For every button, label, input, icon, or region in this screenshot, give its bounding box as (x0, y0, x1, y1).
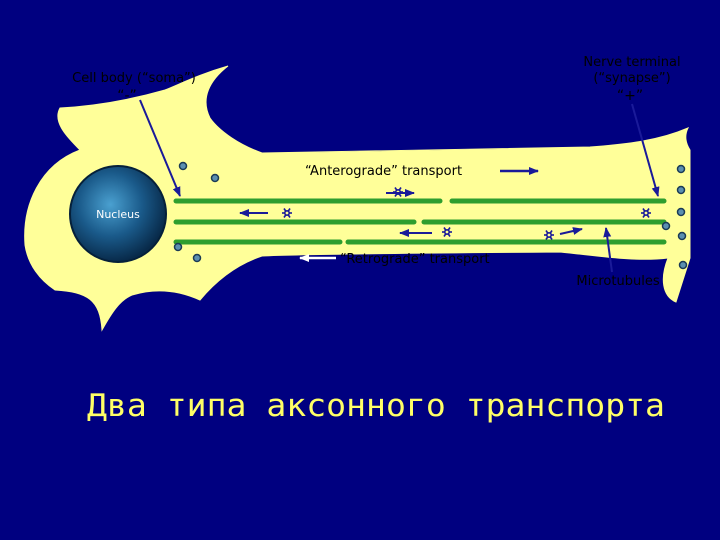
nucleus-label: Nucleus (96, 208, 140, 221)
vesicle (661, 221, 671, 231)
nucleus (69, 165, 167, 263)
vesicle (192, 253, 202, 263)
vesicle (178, 161, 188, 171)
cargo-star-icon (442, 227, 452, 237)
vesicle (678, 260, 688, 270)
vesicle (210, 173, 220, 183)
vesicle (676, 207, 686, 217)
anterograde-label: “Anterograde” transport (305, 164, 462, 179)
arrow-right-icon (559, 227, 583, 235)
neuron-cell-shape (24, 65, 691, 332)
vesicle (677, 231, 687, 241)
cell-body-label: Cell body (“soma”) (72, 71, 196, 86)
vesicles-terminal (661, 164, 688, 270)
synapse-pole-label: “+” (617, 88, 643, 104)
soma-pointer-line (139, 99, 181, 197)
microtubules-pointer-line (603, 227, 613, 273)
nerve-terminal-label: Nerve terminal (583, 55, 680, 70)
cargo-star-icon (641, 208, 651, 218)
vesicles-soma (173, 161, 220, 263)
microtubules-group (173, 198, 667, 245)
vesicle (173, 242, 183, 252)
retrograde-label: “Retrograde” transport (340, 252, 490, 267)
cargo-star-icon (544, 230, 554, 240)
cargo-markers (282, 187, 651, 240)
cell-body-pole-label: “-” (117, 88, 137, 104)
vesicle (676, 164, 686, 174)
slide-title: Два типа аксонного транспорта (87, 388, 665, 424)
transport-arrows (239, 189, 583, 237)
microtubules-label: Microtubules (576, 274, 659, 289)
synapse-pointer-line (631, 103, 660, 197)
cargo-star-icon (282, 208, 292, 218)
synapse-label: (“synapse”) (593, 71, 670, 86)
vesicle (676, 185, 686, 195)
